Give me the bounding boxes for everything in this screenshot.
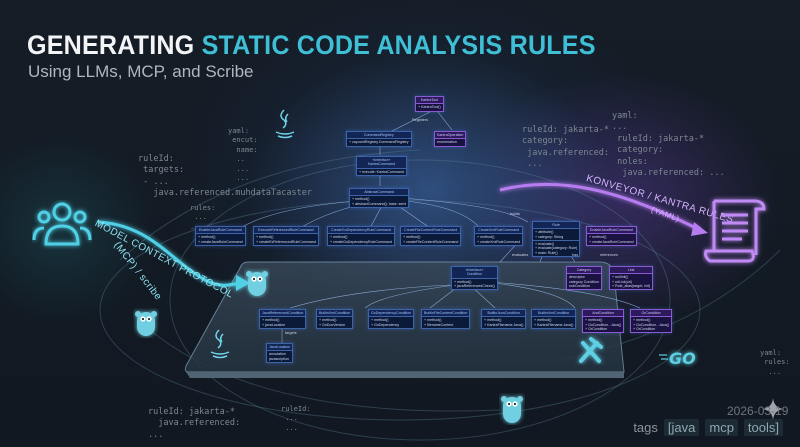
uml-condition: «interface» Condition+ method()+ javaRef… xyxy=(451,266,498,291)
relation-has: has xyxy=(572,253,579,257)
tools-icon xyxy=(579,337,603,363)
users-icon xyxy=(32,202,92,246)
uml-condition-impl: BuiltinJsonCondition+ method()+ KantraFi… xyxy=(481,309,527,329)
tags-label: tags xyxy=(633,420,658,435)
uml-condition-impl: OrCondition+ method()+ GoCondition...Jav… xyxy=(630,309,673,334)
gopher-icon xyxy=(246,271,268,296)
uml-condition-impl: AndCondition+ method()+ GoCondition...Ja… xyxy=(582,309,625,334)
uml-abstract-command: AbstractCommand+ method()+ abstractComma… xyxy=(349,188,410,208)
konveyor-arrowhead xyxy=(691,222,708,236)
uml-link: Link+ nullInit()+ uriLink(url)+ Rule_ali… xyxy=(609,266,654,291)
uml-command: CreateGoDependencyRuleCommand+ method()+… xyxy=(327,226,396,246)
uml-rule: Rule + attribute()+ category: String + e… xyxy=(532,221,581,257)
java-icon xyxy=(275,109,295,139)
scroll-document-icon xyxy=(704,199,766,263)
gopher-icon-left xyxy=(135,311,157,336)
yaml-snippet-bottom-mid: ruleId: ... ... xyxy=(281,404,311,432)
uml-command: EnableJavaRuleCommand+ method()+ createJ… xyxy=(586,226,637,246)
go-logo-icon: GO xyxy=(659,349,696,368)
uml-command: CreateFileContentRuleCommand+ method()+ … xyxy=(400,226,462,246)
relation-targets: targets xyxy=(285,331,297,335)
uml-command: EnableJavaRuleCommand+ method()+ createJ… xyxy=(195,226,246,246)
uml-condition-impl: BuiltinFileContentCondition+ method()+ f… xyxy=(421,309,471,329)
yaml-snippet-right-edge: yaml: rules: ... xyxy=(760,348,790,376)
relation-builds: builds xyxy=(510,212,520,216)
gopher-icon-bottom xyxy=(501,396,523,423)
uml-condition-impl: BuiltinXmlCondition+ method()+ KantraFil… xyxy=(531,309,577,329)
svg-text:GO: GO xyxy=(669,349,696,368)
yaml-snippet-top-left-b: ruleId: targets: - ... java.referenced.m… xyxy=(138,153,312,199)
tag-mcp[interactable]: mcp xyxy=(705,419,738,436)
relation-registers: Registers xyxy=(412,118,429,122)
page-subtitle: Using LLMs, MCP, and Scribe xyxy=(28,62,254,81)
title-plain: GENERATING xyxy=(27,30,195,60)
yaml-snippet-top-left-a: yaml: encut: name: .. ... ... xyxy=(228,126,258,183)
yaml-snippet-top-right-a: ruleId: jakarta-*category: java.referenc… xyxy=(522,124,609,170)
uml-command: CreateXmlRuleCommand+ method()+ createXm… xyxy=(474,226,524,246)
yaml-snippet-bottom-left: ruleId: jakarta-* java.referenced:... xyxy=(148,406,241,440)
page-title: GENERATING STATIC CODE ANALYSIS RULES xyxy=(27,30,596,61)
sparkle-icon xyxy=(762,398,784,420)
uml-kantra-tool: KantraTool+ KantraTool() xyxy=(415,96,444,112)
uml-command: ExecuteReferencedRuleCommand+ method()+ … xyxy=(253,226,319,246)
uml-kantra-command: «interface» KantraCommand+ execute: Kant… xyxy=(356,156,407,176)
yaml-snippet-top-right-b: yaml:... ruleId: jakarta-* category: nol… xyxy=(612,110,725,179)
tags-row: tags [java mcp tools] xyxy=(633,419,783,436)
konveyor-flow-arrow xyxy=(499,182,701,232)
uml-command-registry: CommandRegistry+ cayoordRegistry.Command… xyxy=(346,131,412,147)
platform-edge xyxy=(186,372,624,378)
date-stamp: 2026-03-19 xyxy=(727,404,789,418)
relation-references: references xyxy=(600,253,618,257)
mcp-flow-arrow xyxy=(97,220,241,287)
tag-java[interactable]: [java xyxy=(663,419,700,436)
uml-condition-impl: JavaReferencedCondition+ method()+ javaL… xyxy=(259,309,307,329)
mcp-arrowhead xyxy=(236,275,250,291)
uml-condition-impl: GoDependencyCondition+ method()+ GoDepen… xyxy=(368,309,415,329)
java-icon-platform xyxy=(210,329,230,359)
uml-condition-impl: BuiltinXmlCondition+ method()+ GoDocVers… xyxy=(316,309,354,329)
title-accent: STATIC CODE ANALYSIS RULES xyxy=(201,30,596,60)
tag-tools[interactable]: tools] xyxy=(743,419,783,436)
relation-evaluates: evaluates xyxy=(512,253,529,257)
